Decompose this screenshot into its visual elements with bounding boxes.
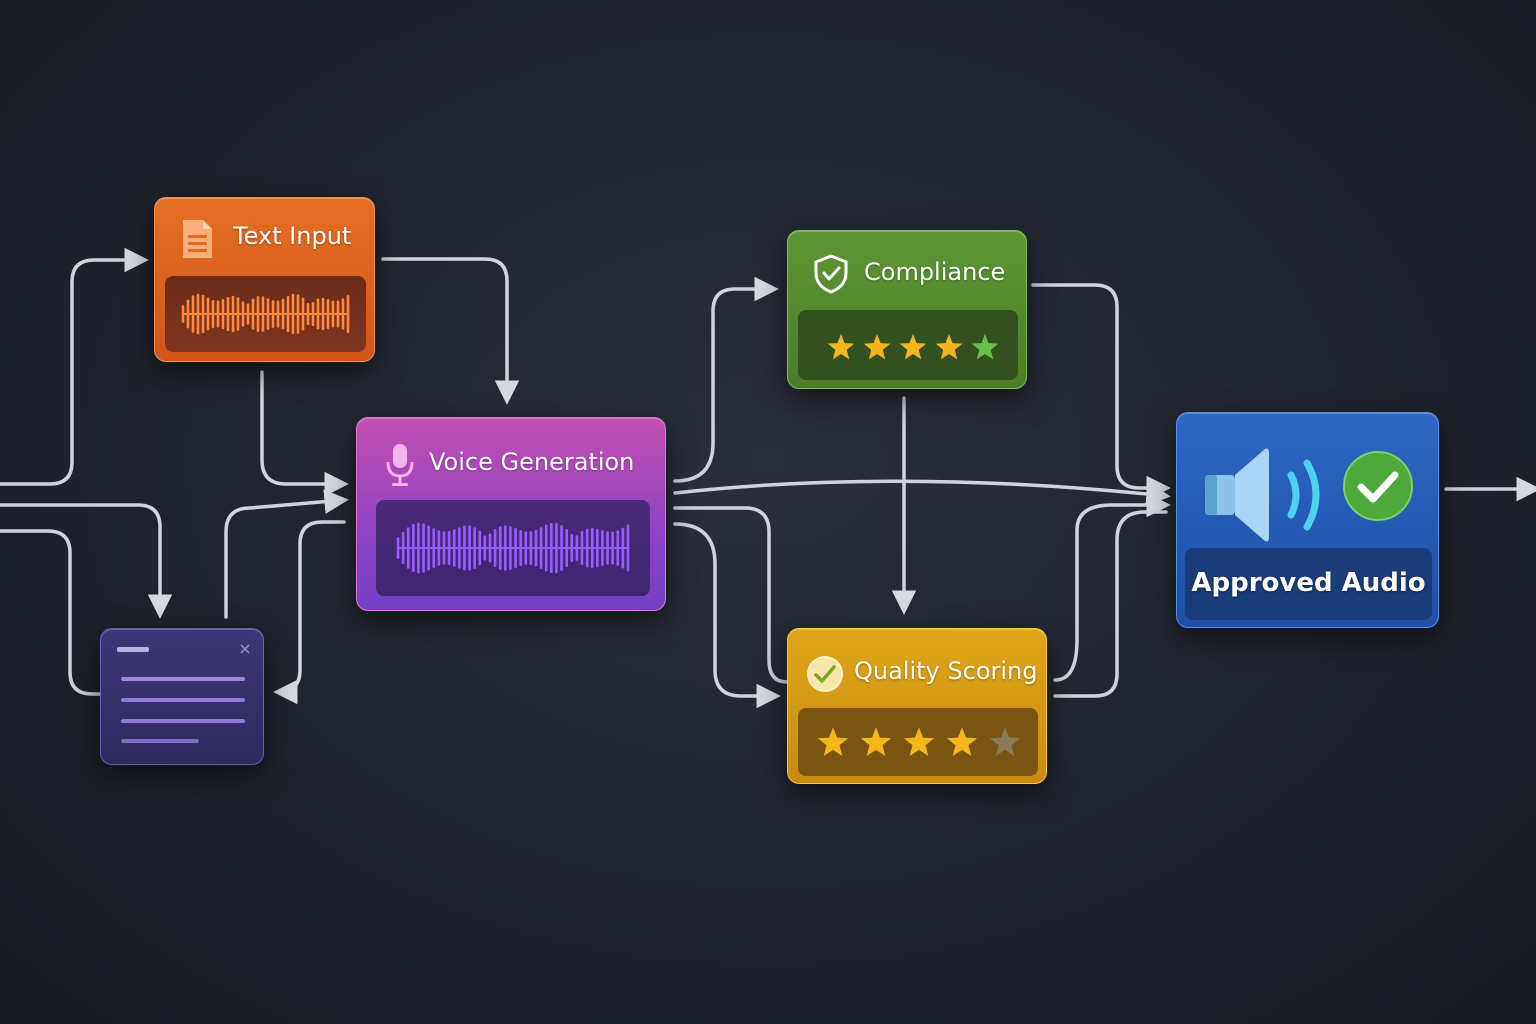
- voice-generation-node[interactable]: Voice Generation: [356, 417, 666, 611]
- check-circle-icon: [1343, 451, 1413, 521]
- connector: [673, 276, 779, 483]
- connector: [224, 489, 349, 619]
- star-rating: [816, 725, 1022, 759]
- node-title: Voice Generation: [429, 448, 635, 476]
- connector: [0, 247, 149, 486]
- connector: [0, 503, 173, 619]
- waveform-panel: [165, 276, 366, 352]
- panel-header-bar: [117, 647, 149, 652]
- star-icon: [935, 334, 963, 360]
- connector: [260, 370, 349, 497]
- speaker-icon: [1205, 448, 1320, 542]
- node-title: Text Input: [233, 222, 352, 250]
- connector: [0, 529, 102, 696]
- star-icon: [827, 334, 855, 360]
- node-title: Approved Audio: [1191, 568, 1426, 598]
- star-icon: [903, 727, 935, 756]
- star-icon: [989, 727, 1021, 756]
- connector: [1053, 492, 1171, 682]
- microphone-icon: [386, 444, 414, 486]
- waveform-icon: [396, 522, 630, 574]
- rating-panel: [798, 310, 1018, 380]
- star-icon: [946, 727, 978, 756]
- connector: [1031, 283, 1171, 501]
- close-icon[interactable]: [239, 643, 251, 655]
- star-icon: [971, 334, 999, 360]
- connector: [673, 479, 1171, 507]
- waveform-icon: [181, 293, 350, 335]
- text-input-node[interactable]: Text Input: [154, 197, 375, 362]
- compliance-node[interactable]: Compliance: [787, 230, 1027, 389]
- star-icon: [899, 334, 927, 360]
- star-rating: [826, 332, 1000, 362]
- connector: [673, 506, 789, 684]
- star-icon: [817, 727, 849, 756]
- connector: [381, 257, 520, 405]
- text-panel-node[interactable]: [100, 628, 264, 765]
- connector: [273, 520, 346, 705]
- text-line: [121, 698, 245, 702]
- node-title: Quality Scoring: [854, 657, 1038, 685]
- star-icon: [860, 727, 892, 756]
- text-line: [121, 739, 199, 743]
- text-line: [121, 719, 245, 723]
- star-icon: [863, 334, 891, 360]
- node-title: Compliance: [864, 258, 1006, 286]
- connector: [673, 522, 781, 709]
- quality-scoring-node[interactable]: Quality Scoring: [787, 628, 1047, 784]
- connector: [1053, 510, 1168, 698]
- document-icon: [183, 220, 212, 258]
- waveform-panel: [376, 500, 650, 596]
- shield-check-icon: [814, 254, 848, 294]
- text-line: [121, 677, 245, 681]
- check-circle-icon: [807, 656, 843, 692]
- approved-audio-node[interactable]: Approved Audio: [1176, 412, 1439, 628]
- rating-panel: [798, 708, 1038, 776]
- label-panel: [1185, 548, 1432, 620]
